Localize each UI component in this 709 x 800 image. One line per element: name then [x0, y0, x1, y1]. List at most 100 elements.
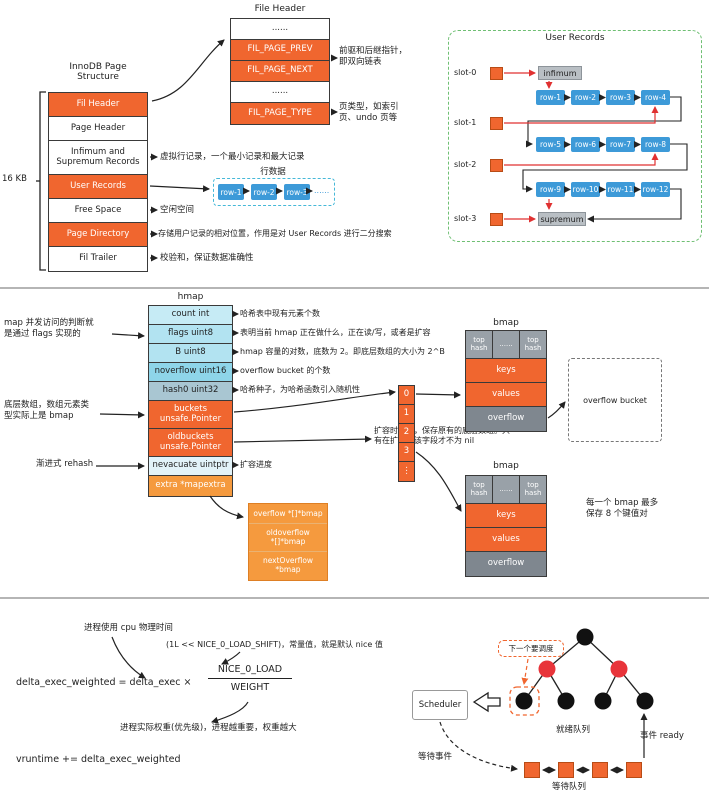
hmap-count: count int [149, 306, 232, 325]
note-b-desc: hmap 容量的对数，底数为 2。即底层数组的大小为 2^B [240, 347, 445, 356]
hmap-table: count int flags uint8 B uint8 noverflow … [148, 305, 233, 497]
note-cpu-time: 进程使用 cpu 物理时间 [84, 623, 173, 633]
note-weight: 进程实际权重(优先级)，进程越重要，权重越大 [120, 723, 297, 733]
hmap-extra: extra *mapextra [149, 476, 232, 496]
bmap1-overflow: overflow [466, 407, 546, 431]
note-noverflow-desc: overflow bucket 的个数 [240, 366, 331, 375]
note-prev-next: 前驱和后继指针， 即双向链表 [339, 46, 408, 68]
bmap1-keys: keys [466, 359, 546, 383]
wait-queue-node [558, 762, 574, 778]
wait-queue-node [524, 762, 540, 778]
ur-row: row-2 [571, 90, 600, 105]
row-fil-header: Fil Header [49, 93, 147, 117]
section-divider [0, 287, 709, 289]
tree-node-red [538, 660, 556, 678]
row-data-cell: row-1 [218, 184, 244, 200]
note-flags-desc: 表明当前 hmap 正在做什么，正在读/写，或者是扩容 [240, 328, 431, 337]
file-header-title: File Header [254, 4, 306, 14]
note-oldbuckets-desc: 扩容时使用，保存原有的底层数组。只 有在扩容时该字段才不为 nil [374, 426, 510, 446]
hmap-nevacuate: nevacuate uintptr [149, 457, 232, 476]
slot-label: slot-3 [454, 214, 477, 223]
vruntime-formula: vruntime += delta_exec_weighted [16, 754, 181, 765]
row-data-box: row-1 row-2 row-3 ...... [213, 178, 335, 206]
bmap1-values: values [466, 383, 546, 407]
row-page-header: Page Header [49, 117, 147, 141]
buckets-array: 0 1 2 3 ⋮ [398, 385, 415, 482]
row-data-ellipsis: ...... [314, 186, 330, 195]
bucket-index: 2 [399, 424, 414, 443]
tree-node-red [610, 660, 628, 678]
hmap-title: hmap [177, 292, 204, 302]
note-count: 哈希表中现有元素个数 [240, 309, 320, 318]
fh-dots-1: ...... [231, 19, 329, 40]
scheduler-box: Scheduler [412, 690, 468, 720]
file-header-table: ...... FIL_PAGE_PREV FIL_PAGE_NEXT .....… [230, 18, 330, 125]
bucket-index: 0 [399, 386, 414, 405]
hmap-b: B uint8 [149, 344, 232, 363]
bmap2-overflow: overflow [466, 552, 546, 576]
innodb-page-title: InnoDB Page Structure [69, 62, 127, 82]
tophash-cell: top hash [466, 476, 493, 503]
ur-row: row-7 [606, 137, 635, 152]
ur-row: row-6 [571, 137, 600, 152]
row-fil-trailer: Fil Trailer [79, 253, 117, 264]
fh-dots-2: ...... [231, 82, 329, 103]
wait-event-label: 等待事件 [418, 752, 453, 762]
bmap1-title: bmap [493, 318, 519, 328]
bmap2-tophash-row: top hash ...... top hash [466, 476, 546, 504]
row-data-cell: row-2 [251, 184, 277, 200]
hmap-noverflow: noverflow uint16 [149, 363, 232, 382]
innodb-page-table: Fil Header Page Header Infimum and Supre… [48, 92, 148, 272]
next-node-highlight [509, 686, 540, 716]
fraction: NICE_0_LOAD WEIGHT [208, 664, 292, 693]
fraction-numerator: NICE_0_LOAD [208, 664, 292, 679]
row-free-space: Free Space [49, 199, 147, 223]
tophash-cell: ...... [493, 476, 520, 503]
ur-row: row-5 [536, 137, 565, 152]
hmap-hash0: hash0 uint32 [149, 382, 232, 401]
hmap-flags: flags uint8 [149, 325, 232, 344]
note-page-type: 页类型，如索引 页、undo 页等 [339, 102, 399, 124]
bucket-index-ellipsis: ⋮ [399, 462, 414, 481]
tree-node-black [515, 692, 533, 710]
bmap2: top hash ...... top hash keys values ove… [465, 475, 547, 577]
row-user-records: User Records [49, 175, 147, 199]
bmap2-values: values [466, 528, 546, 552]
tophash-cell: ...... [493, 331, 520, 358]
note-page-directory: 存储用户记录的相对位置，作用是对 User Records 进行二分搜索 [158, 229, 392, 238]
ur-row: row-8 [641, 137, 670, 152]
next-scheduled-label: 下一个要调度 [498, 640, 564, 657]
tophash-cell: top hash [520, 476, 546, 503]
ur-row: row-3 [606, 90, 635, 105]
hmap-buckets: buckets unsafe.Pointer [149, 401, 232, 429]
slot-label: slot-0 [454, 68, 477, 77]
tree-node-black [576, 628, 594, 646]
infimum-box: infimum [538, 66, 582, 80]
row-data-cell: row-3 [284, 184, 310, 200]
note-bmap-capacity: 每一个 bmap 最多 保存 8 个键值对 [586, 498, 659, 520]
mapextra-oldoverflow: oldoverflow *[]*bmap [249, 524, 327, 552]
supremum-box: supremum [538, 212, 586, 226]
section-divider [0, 597, 709, 599]
left-block-arrow-icon [472, 691, 501, 713]
tree-node-black [594, 692, 612, 710]
wait-queue-node [626, 762, 642, 778]
tree-node-black [557, 692, 575, 710]
slot-square [490, 213, 503, 226]
wait-queue-node [592, 762, 608, 778]
slot-label: slot-2 [454, 160, 477, 169]
mapextra-overflow: overflow *[]*bmap [249, 504, 327, 524]
row-infimum-supremum: Infimum and Supremum Records [49, 141, 147, 175]
user-records-panel [448, 30, 702, 242]
ready-queue-label: 就绪队列 [556, 725, 591, 735]
slot-square [490, 67, 503, 80]
overflow-bucket-box: overflow bucket [568, 358, 662, 442]
note-free-space: 空闲空间 [160, 205, 195, 215]
note-nevacuate-desc: 扩容进度 [240, 460, 272, 469]
fh-fil-page-prev: FIL_PAGE_PREV [231, 40, 329, 61]
note-nice-const: (1L << NICE_0_LOAD_SHIFT)，常量值，就是默认 nice … [166, 640, 383, 649]
event-ready-label: 事件 ready [640, 731, 684, 741]
tophash-cell: top hash [466, 331, 493, 358]
row-page-directory: Page Directory [49, 223, 147, 247]
